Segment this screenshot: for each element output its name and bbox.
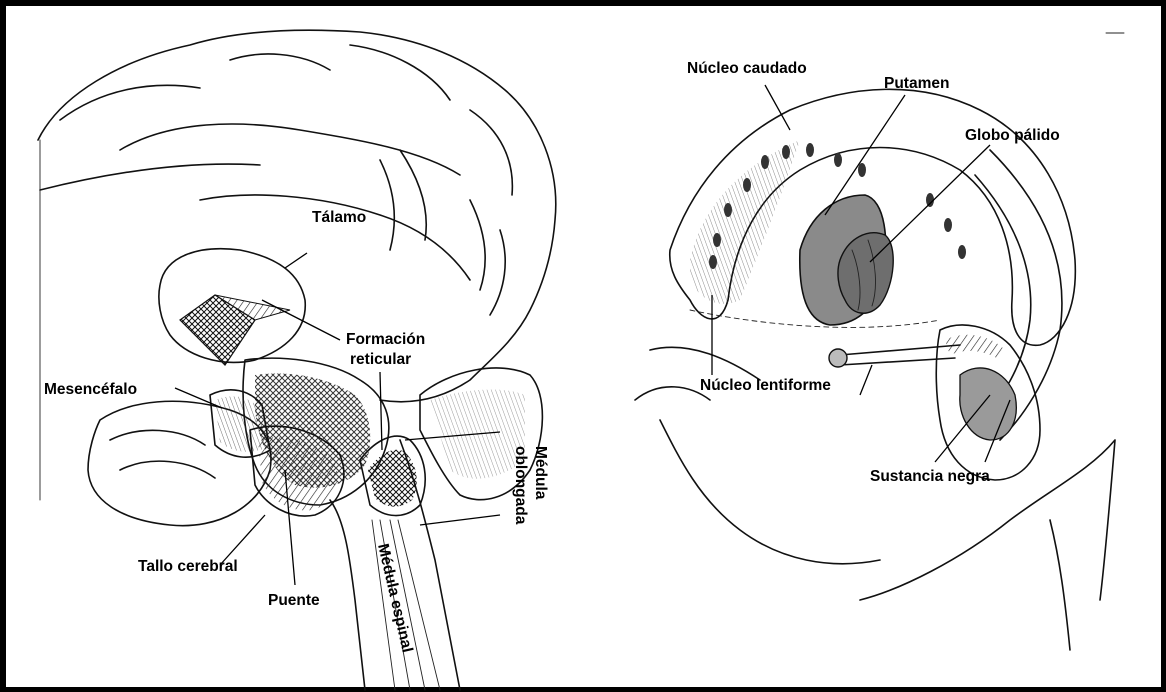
temporal-gyri [110, 430, 215, 478]
label-globo-palido: Globo pálido [965, 127, 1060, 144]
pointer-caudado [765, 85, 790, 130]
label-sustancia-negra: Sustancia negra [870, 468, 990, 485]
label-nucleo-lentiforme: Núcleo lentiforme [700, 377, 831, 394]
label-reticular: reticular [350, 351, 411, 368]
label-mesencefalo: Mesencéfalo [44, 381, 137, 398]
label-nucleo-caudado: Núcleo caudado [687, 60, 807, 77]
right-basal-ganglia-illustration [635, 85, 1115, 650]
cerebrum-outline [38, 30, 556, 402]
pointer-medula-2 [420, 515, 500, 525]
pointer-lentiforme-2 [860, 365, 872, 395]
commissure-stalk [840, 345, 960, 365]
pointer-formacion [262, 300, 340, 340]
commissure-knob [829, 349, 847, 367]
label-puente: Puente [268, 592, 320, 609]
pointer-reticular [380, 372, 382, 450]
label-putamen: Putamen [884, 75, 949, 92]
pointer-talamo [285, 253, 307, 268]
gyri [40, 45, 512, 315]
label-medula: Médula [532, 446, 549, 500]
label-medula-espinal: Médula espinal [374, 542, 416, 654]
pointer-mesencefalo [175, 388, 222, 408]
label-talamo: Tálamo [312, 209, 366, 226]
label-formacion: Formación [346, 331, 425, 348]
label-tallo-cerebral: Tallo cerebral [138, 558, 238, 575]
label-oblongada: oblongada [512, 446, 529, 525]
pointer-globo [870, 145, 990, 262]
